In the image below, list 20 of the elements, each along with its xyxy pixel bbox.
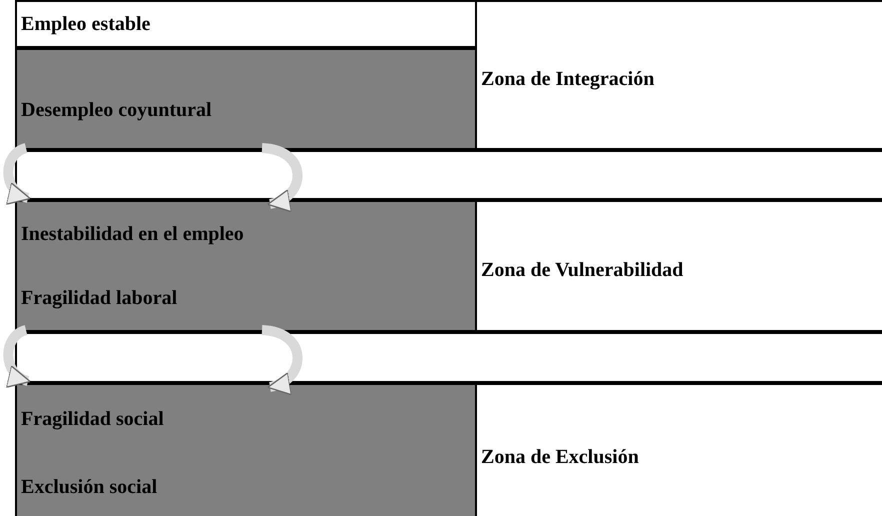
- curved-arrow: [261, 143, 302, 210]
- category-label: Exclusión social: [21, 476, 158, 498]
- curved-arrow: [3, 325, 31, 386]
- zone-cell: [475, 383, 882, 516]
- category-cell: [15, 383, 475, 516]
- category-label: Fragilidad laboral: [21, 286, 178, 310]
- zone-label: Zona de Exclusión: [481, 446, 639, 468]
- zone-label: Zona de Integración: [481, 68, 654, 90]
- curved-arrow: [261, 325, 302, 393]
- category-cell: [15, 200, 475, 332]
- curved-arrow: [3, 143, 31, 203]
- zone-label: Zona de Vulnerabilidad: [481, 258, 684, 282]
- category-label: Fragilidad social: [21, 408, 164, 430]
- category-cell: [15, 0, 475, 48]
- zone-cell: [475, 0, 882, 150]
- zone-cell: [475, 200, 882, 332]
- category-label: Inestabilidad en el empleo: [21, 222, 244, 246]
- category-label: Empleo estable: [21, 12, 150, 36]
- category-label: Desempleo coyuntural: [21, 98, 212, 122]
- category-cell: [15, 48, 475, 150]
